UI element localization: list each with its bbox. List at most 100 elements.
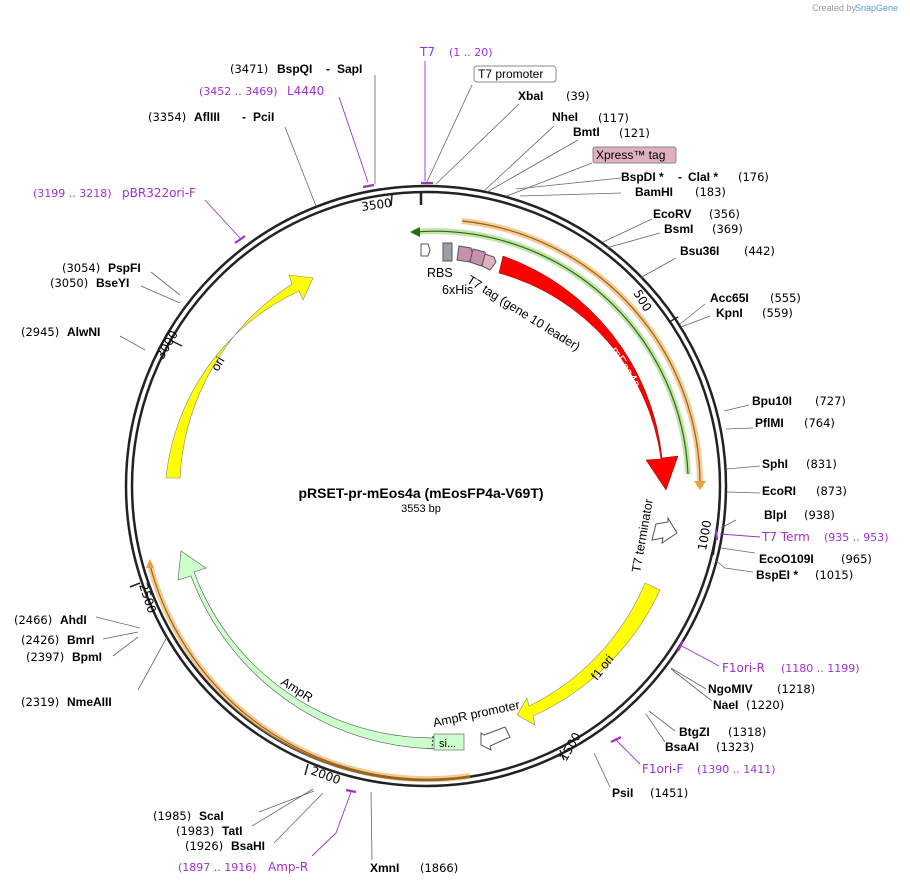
enzyme-afliii-pos: (3354) (148, 110, 186, 124)
orf-orange-arrow (694, 481, 706, 490)
enzyme-nmeaiii-pos: (2319) (21, 695, 59, 709)
enzyme-xmni: XmnI (370, 861, 399, 875)
enzyme-ecorv: EcoRV (653, 207, 691, 221)
rbs-feature (420, 243, 431, 257)
his-feature (442, 242, 453, 262)
primer-l4440-range: (3452 .. 3469) (199, 85, 278, 98)
ori-label: ori (208, 354, 227, 373)
enzyme-bsu36i: Bsu36I (680, 244, 719, 258)
plasmid-size: 3553 bp (401, 503, 441, 515)
enzyme-afliii: AflIII (194, 110, 220, 124)
enzyme-dash2: - (326, 62, 330, 76)
tick-label-1000: 1000 (695, 519, 714, 552)
enzyme-ecoo109i-pos: (965) (841, 552, 872, 566)
enzyme-ahdi: AhdI (60, 613, 87, 627)
enzyme-xbai: XbaI (518, 89, 543, 103)
t7-terminator-feature (651, 516, 678, 545)
orf-orange-arc (461, 218, 704, 488)
leader-lines (95, 75, 761, 861)
xpress-label: Xpress™ tag (596, 148, 665, 162)
enzyme-sapi: SapI (337, 62, 362, 76)
enzyme-bsaai: BsaAI (665, 740, 699, 754)
enzyme-kpni: KpnI (716, 306, 743, 320)
meos-label: mEos4a (607, 344, 643, 390)
signal-feature (433, 733, 465, 751)
primer-t7-range: (1 .. 20) (449, 46, 493, 59)
primer-f1orir-range: (1180 .. 1199) (781, 662, 860, 675)
primer-l4440: L4440 (287, 84, 324, 98)
enzyme-ecorv-pos: (356) (709, 207, 740, 221)
enzyme-bmri-pos: (2426) (21, 633, 59, 647)
ampr-feature (177, 550, 464, 750)
enzyme-pflmi: PflMI (755, 416, 784, 430)
xpress-box (592, 146, 677, 164)
t7-promoter-label: T7 promoter (478, 67, 543, 81)
enzyme-pflmi-pos: (764) (804, 416, 835, 430)
rbs-label: RBS (427, 266, 453, 280)
enzyme-bsahi: BsaHI (231, 839, 265, 853)
enzyme-acc65i: Acc65I (710, 291, 749, 305)
enzyme-sphi: SphI (762, 457, 788, 471)
enzyme-nmeaiii: NmeAIII (67, 695, 112, 709)
enzyme-bsaai-pos: (1323) (716, 740, 754, 754)
primer-labels: T7 (1 .. 20) (3452 .. 3469) L4440 (3199 … (33, 45, 889, 874)
enzyme-tati-pos: (1983) (176, 824, 214, 838)
enzyme-ahdi-pos: (2466) (14, 613, 52, 627)
credit-brand: SnapGene (855, 3, 898, 13)
enzyme-clai: ClaI * (688, 170, 718, 184)
primer-f1orif: F1ori-F (642, 762, 683, 776)
signal-label: si... (439, 738, 456, 750)
primer-t7term-range: (935 .. 953) (824, 531, 889, 544)
orf-amp-arrow (146, 559, 154, 568)
orf-orange-line (461, 220, 701, 488)
enzyme-bmri: BmrI (67, 633, 94, 647)
enzyme-ngomiv-pos: (1218) (777, 682, 815, 696)
enzyme-acc65i-pos: (555) (770, 291, 801, 305)
backbone-outer (124, 184, 728, 788)
enzyme-naei-pos: (1220) (746, 698, 784, 712)
enzyme-scai-pos: (1985) (153, 809, 191, 823)
enzyme-dash3: - (242, 110, 246, 124)
t7-promoter-box (473, 65, 557, 83)
enzyme-bseyi-pos: (3050) (50, 276, 88, 290)
primer-f1orif-range: (1390 .. 1411) (697, 763, 776, 776)
enzyme-ecoo109i: EcoO109I (759, 552, 814, 566)
enzyme-pspfi-pos: (3054) (62, 261, 100, 275)
primer-leaders (204, 61, 761, 857)
enzyme-bseyi: BseYI (96, 276, 129, 290)
enzyme-bpu10i-pos: (727) (815, 394, 846, 408)
credit-text: Created by (812, 3, 857, 13)
enzyme-dash: - (678, 170, 682, 184)
plasmid-name: pRSET-pr-mEos4a (mEosFP4a-V69T) (298, 485, 543, 501)
enzyme-bpmi: BpmI (72, 650, 102, 664)
enzyme-bsmi: BsmI (664, 222, 693, 236)
enzyme-bmti: BmtI (573, 125, 600, 139)
meos-feature (498, 255, 679, 491)
enzyme-alwni-pos: (2945) (21, 325, 59, 339)
enzyme-ecori-pos: (873) (816, 484, 847, 498)
enzyme-btgzi-pos: (1318) (728, 725, 766, 739)
enzyme-bsmi-pos: (369) (712, 222, 743, 236)
enzyme-blpi: BlpI (764, 508, 787, 522)
enzyme-bspqi-pos: (3471) (230, 62, 268, 76)
enzyme-pcii: PciI (253, 110, 274, 124)
enzyme-blpi-pos: (938) (804, 508, 835, 522)
enzyme-pspfi: PspFI (108, 261, 141, 275)
t7tag-label: T7 tag (gene 10 leader) (464, 273, 582, 354)
primer-f1orir: F1ori-R (722, 661, 765, 675)
tick-label-3500: 3500 (360, 196, 392, 214)
enzyme-bpu10i: Bpu10I (752, 394, 792, 408)
orf-green-arrow (410, 227, 420, 237)
primer-pbr-range: (3199 .. 3218) (33, 187, 112, 200)
enzyme-ngomiv: NgoMIV (708, 682, 753, 696)
enzyme-sphi-pos: (831) (806, 457, 837, 471)
enzyme-nhei-pos: (117) (598, 111, 629, 125)
primer-ampr-range: (1897 .. 1916) (178, 861, 257, 874)
enzyme-tati: TatI (222, 824, 242, 838)
enzyme-bsu36i-pos: (442) (744, 244, 775, 258)
primer-t7: T7 (419, 45, 435, 59)
enzyme-alwni: AlwNI (67, 325, 100, 339)
enzyme-bamhi-pos: (183) (695, 185, 726, 199)
primer-t7term: T7 Term (761, 530, 810, 544)
